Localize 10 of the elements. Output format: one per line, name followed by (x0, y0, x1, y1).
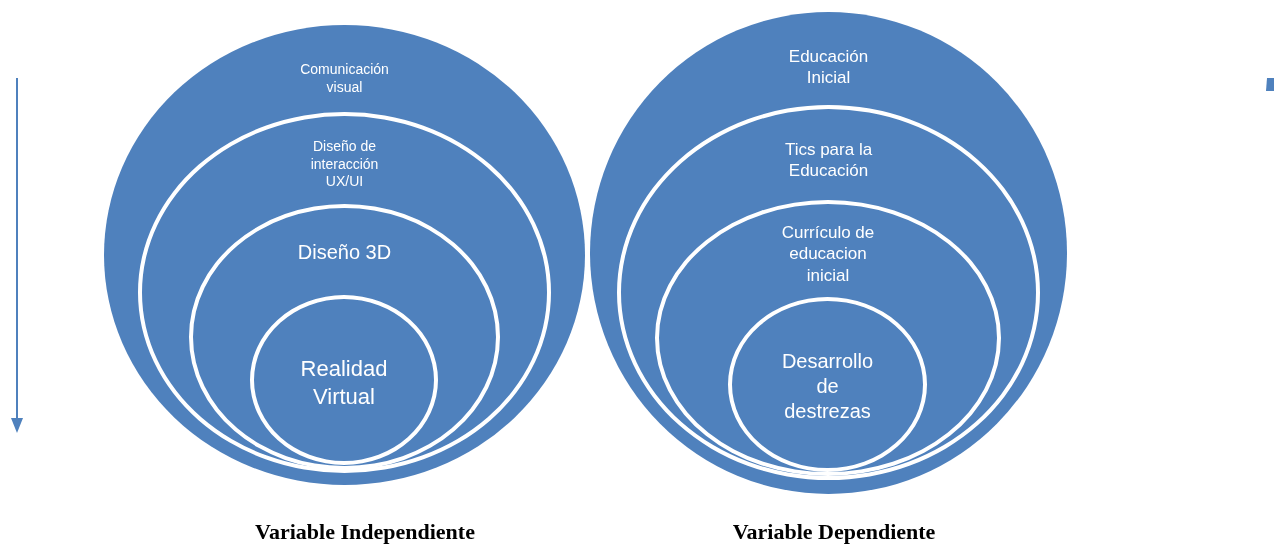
circle-label: Comunicación visual (299, 61, 390, 96)
caption: Variable Dependiente (732, 518, 936, 546)
caption: Variable Independiente (255, 518, 475, 546)
circle-label: Educación Inicial (787, 46, 870, 89)
circle-label: Desarrollo de destrezas (780, 349, 875, 424)
circle-label: Realidad Virtual (299, 355, 389, 410)
circle-label: Currículo de educacion inicial (780, 222, 876, 286)
circle-label: Tics para la Educación (783, 139, 874, 182)
circle-label: Diseño de interacción UX/UI (309, 138, 380, 191)
circle-label: Diseño 3D (296, 240, 393, 265)
